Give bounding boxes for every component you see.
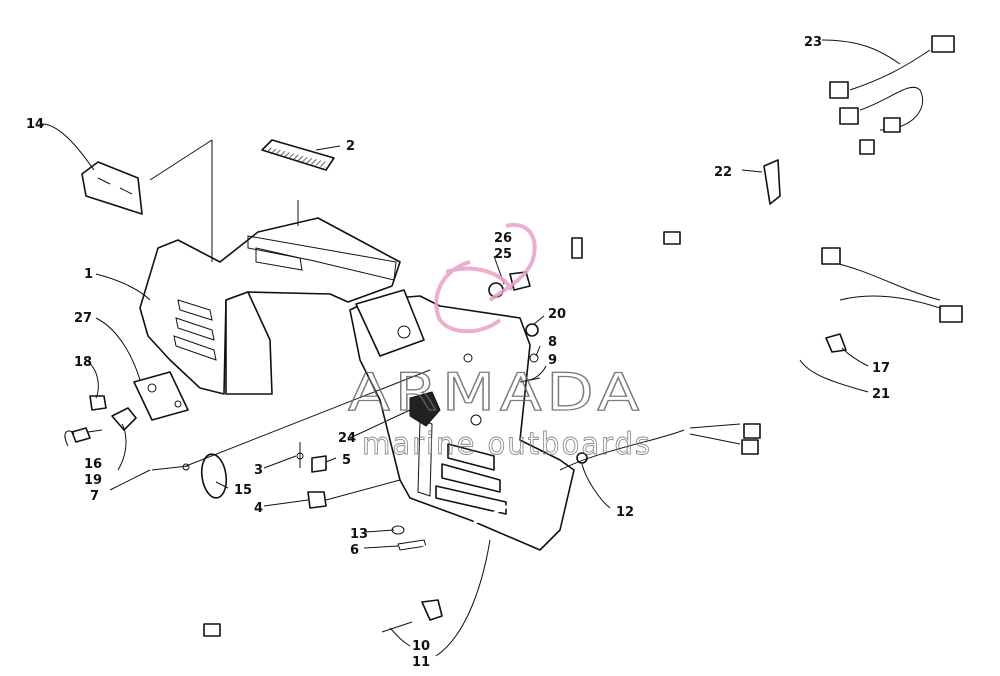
callout-23: 23 [804,35,822,50]
callout-26: 26 [494,231,512,246]
watermark-tagline: marine outboards [362,427,652,462]
callout-15: 15 [234,483,252,498]
wiring-harness [559,35,963,471]
lens-part [81,161,143,215]
callout-3: 3 [254,463,263,478]
callout-2: 2 [346,139,355,154]
callout-10: 10 [412,639,430,654]
leader-lines [41,39,901,657]
callout-4: 4 [254,501,263,516]
callout-12: 12 [616,505,634,520]
callout-18: 18 [74,355,92,370]
lower-cable [203,498,521,637]
callout-25: 25 [494,247,512,262]
callout-9: 9 [548,353,557,368]
callout-11: 11 [412,655,430,670]
watermark-logo-icon [434,222,537,334]
decal-part [261,139,335,171]
callout-14: 14 [26,117,44,132]
callout-27: 27 [74,311,92,326]
watermark: ARMADA marine outboards [347,222,652,462]
callout-1: 1 [84,267,93,282]
callouts: 14 2 1 27 18 16 19 7 15 3 5 4 13 6 26 25… [26,35,890,670]
callout-5: 5 [342,453,351,468]
callout-22: 22 [714,165,732,180]
callout-8: 8 [548,335,557,350]
callout-19: 19 [84,473,102,488]
callout-13: 13 [350,527,368,542]
lower-dash-panel [349,289,575,551]
callout-6: 6 [350,543,359,558]
callout-16: 16 [84,457,102,472]
console-housing [139,217,401,395]
callout-7: 7 [90,489,99,504]
callout-21: 21 [872,387,890,402]
callout-24: 24 [338,431,356,446]
callout-17: 17 [872,361,890,376]
callout-20: 20 [548,307,566,322]
watermark-brand: ARMADA [348,363,644,423]
